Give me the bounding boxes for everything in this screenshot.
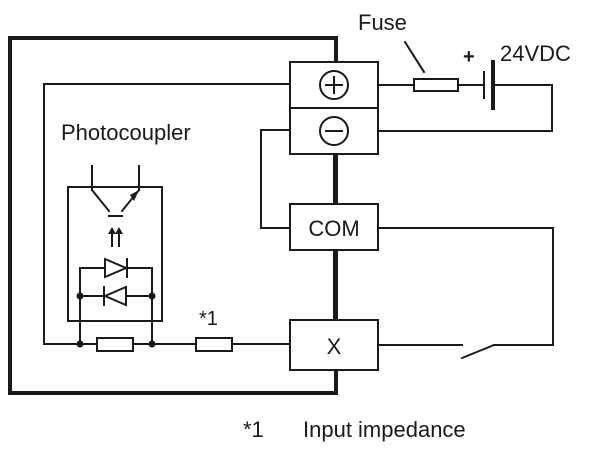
- junction-dot: [148, 292, 156, 300]
- internal-plus-wire: [43, 83, 291, 345]
- circled-plus-icon: [319, 70, 349, 100]
- input-resistor-1: [96, 337, 134, 352]
- com-label: COM: [308, 216, 359, 241]
- supply-plus-label: +: [463, 46, 475, 68]
- junction-dot: [76, 340, 84, 348]
- switch-icon: [377, 343, 518, 360]
- input-resistor-2: [195, 337, 233, 352]
- photocoupler-icon: [67, 165, 163, 345]
- footnote-text: Input impedance: [303, 417, 466, 442]
- x-label: X: [327, 334, 342, 359]
- fuse-label: Fuse: [358, 10, 407, 35]
- fuse-pointer: [403, 40, 426, 74]
- impedance-note-marker: *1: [199, 308, 218, 330]
- supply-voltage-label: 24VDC: [500, 41, 571, 66]
- battery-icon: [483, 60, 495, 110]
- junction-dot: [148, 340, 156, 348]
- footnote-mark: *1: [243, 417, 264, 442]
- photocoupler-label: Photocoupler: [61, 120, 191, 145]
- circled-minus-icon: [319, 116, 349, 146]
- terminal-x: [289, 319, 379, 371]
- minus-com-jumper: [260, 129, 291, 229]
- fuse-icon: [413, 78, 459, 92]
- junction-dot: [76, 292, 84, 300]
- com-switch-wire: [377, 227, 554, 346]
- device-enclosure: [8, 36, 338, 395]
- battery-return-wire: [377, 84, 553, 132]
